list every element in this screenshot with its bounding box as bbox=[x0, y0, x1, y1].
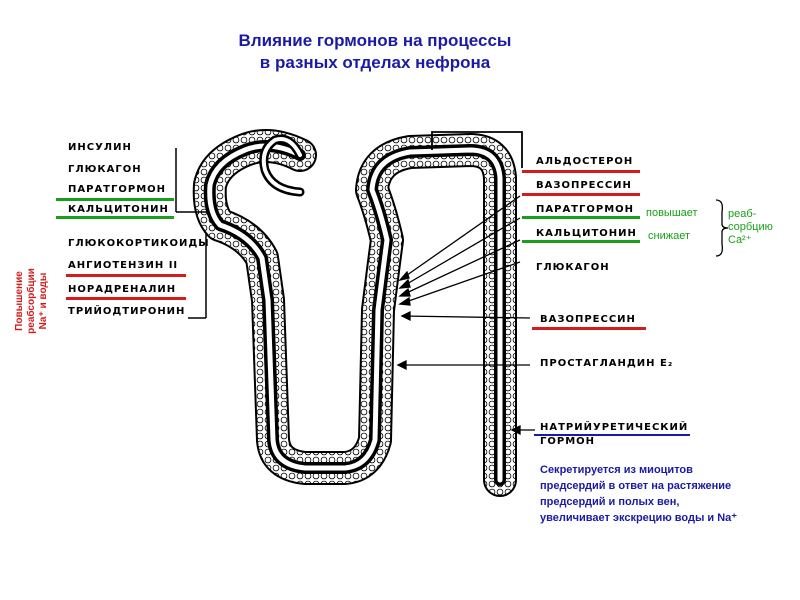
title-line-1: Влияние гормонов на процессы bbox=[238, 31, 512, 50]
right-red-underline bbox=[522, 193, 640, 196]
vertical-note-line-1: Повышение bbox=[14, 271, 25, 331]
title-line-2: в разных отделах нефрона bbox=[259, 53, 491, 72]
calcium-reabsorption-label: реаб- сорбцию Ca²⁺ bbox=[728, 208, 796, 247]
macula-connector-line bbox=[431, 131, 523, 168]
left-hormone-label: АНГИОТЕНЗИН II bbox=[68, 260, 179, 271]
right-hormone-label: ВАЗОПРЕССИН bbox=[536, 180, 632, 191]
right-blue-underline bbox=[534, 434, 690, 436]
sodium-water-reabsorption-note: Повышение реабсорбции Na⁺ и воды bbox=[14, 246, 58, 356]
left-hormone-label: ПАРАТГОРМОН bbox=[68, 184, 167, 195]
left-red-underline bbox=[66, 274, 186, 277]
right-hormone-label: ПРОСТАГЛАНДИН E₂ bbox=[540, 358, 674, 369]
right-hormone-label: КАЛЬЦИТОНИН bbox=[536, 228, 637, 239]
right-hormone-label: ГОРМОН bbox=[540, 436, 596, 447]
diagram-title: Влияние гормонов на процессы в разных от… bbox=[170, 30, 580, 74]
left-bracket-lines bbox=[175, 148, 208, 319]
right-hormone-label: ПАРАТГОРМОН bbox=[536, 204, 635, 215]
left-red-underline bbox=[66, 297, 186, 300]
vertical-note-line-3: Na⁺ и воды bbox=[38, 272, 49, 330]
reab-line-2: сорбцию bbox=[728, 221, 773, 233]
right-green-underline bbox=[522, 240, 640, 243]
right-green-underline bbox=[522, 216, 640, 219]
decreases-label: снижает bbox=[648, 230, 690, 242]
right-hormone-label: ГЛЮКАГОН bbox=[536, 262, 610, 273]
natriuretic-note-line-3: предсердий и полых вен, bbox=[540, 496, 680, 508]
left-hormone-label: ГЛЮКОКОРТИКОИДЫ bbox=[68, 238, 210, 249]
right-arrows bbox=[396, 195, 535, 436]
natriuretic-note-line-2: предсердий в ответ на растяжение bbox=[540, 480, 732, 492]
natriuretic-note: Секретируется из миоцитов предсердий в о… bbox=[540, 462, 795, 526]
right-hormone-label: НАТРИЙУРЕТИЧЕСКИЙ bbox=[540, 422, 689, 433]
increases-label: повышает bbox=[646, 207, 698, 219]
reab-line-1: реаб- bbox=[728, 208, 757, 220]
reab-line-3: Ca²⁺ bbox=[728, 234, 752, 246]
natriuretic-note-line-1: Секретируется из миоцитов bbox=[540, 464, 693, 476]
nephron-tubule bbox=[192, 129, 517, 497]
left-hormone-label: НОРАДРЕНАЛИН bbox=[68, 284, 177, 295]
right-red-underline bbox=[532, 327, 646, 330]
left-hormone-label: КАЛЬЦИТОНИН bbox=[68, 204, 169, 215]
left-green-underline bbox=[56, 216, 174, 219]
right-hormone-label: АЛЬДОСТЕРОН bbox=[536, 156, 634, 167]
left-green-underline bbox=[56, 198, 174, 201]
calcium-brace bbox=[715, 199, 729, 257]
natriuretic-note-line-4: увеличивает экскрецию воды и Na⁺ bbox=[540, 512, 738, 524]
vertical-note-line-2: реабсорбции bbox=[26, 268, 37, 334]
left-hormone-label: ТРИЙОДТИРОНИН bbox=[68, 306, 186, 317]
left-hormone-label: ГЛЮКАГОН bbox=[68, 164, 142, 175]
glomerulus-hook bbox=[259, 134, 305, 197]
right-red-underline bbox=[522, 170, 640, 173]
right-hormone-label: ВАЗОПРЕССИН bbox=[540, 314, 636, 325]
left-hormone-label: ИНСУЛИН bbox=[68, 142, 132, 153]
